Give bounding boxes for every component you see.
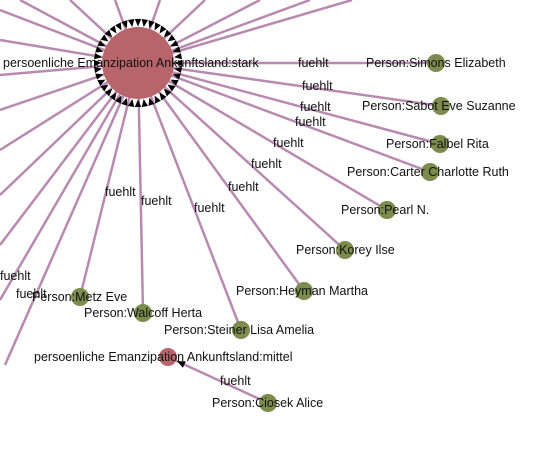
edge-korey (137, 62, 346, 251)
arrowhead-icon (104, 88, 113, 97)
arrowhead-icon (163, 88, 172, 97)
edge-walcoff (136, 62, 145, 314)
arrowhead-icon (109, 92, 117, 101)
arrowhead-icon (170, 79, 179, 86)
person-label-pearl: Person:Pearl N. (341, 203, 429, 217)
edge (0, 62, 139, 246)
arrowhead-icon (174, 66, 182, 74)
person-node-falbel[interactable] (431, 135, 449, 153)
person-node-korey[interactable] (336, 241, 354, 259)
arrowheads (94, 19, 186, 368)
arrowhead-icon (134, 19, 142, 27)
arrowhead-icon (121, 20, 128, 29)
arrowhead-icon (94, 59, 102, 67)
edge-label-korey: fuehlt (251, 157, 282, 171)
arrowhead-icon (154, 95, 161, 104)
edge-label-carter: fuehlt (295, 115, 326, 129)
labels: fuehltfuehltfuehltfuehltfuehltfuehltfueh… (0, 56, 516, 410)
person-label-falbel: Person:Falbel Rita (386, 137, 489, 151)
person-label-korey: Person:Korey Ilse (296, 243, 395, 257)
person-label-metz: Person:Metz Eve (32, 290, 127, 304)
arrowhead-icon (163, 29, 172, 38)
arrowhead-icon (172, 73, 181, 80)
arrowhead-icon (141, 99, 149, 107)
arrowhead-icon (95, 73, 104, 80)
arrowhead-icon (94, 66, 102, 74)
person-label-sabot: Person:Sabot Eve Suzanne (362, 99, 516, 113)
edge-label-falbel: fuehlt (300, 100, 331, 114)
person-label-ciosek: Person:Ciosek Alice (212, 396, 323, 410)
person-label-walcoff: Person:Walcoff Herta (84, 306, 202, 320)
arrowhead-icon (97, 79, 106, 86)
edge-pearl (137, 61, 388, 212)
person-label-carter: Person:Carter Charlotte Ruth (347, 165, 509, 179)
edge (3, 62, 140, 366)
person-node-simons[interactable] (427, 54, 445, 72)
person-node-steiner[interactable] (232, 321, 250, 339)
arrowhead-icon (159, 92, 167, 101)
person-label-simons: Person:Simons Elizabeth (366, 56, 506, 70)
edge-falbel (137, 61, 441, 146)
edge-steiner (136, 62, 243, 331)
arrowhead-icon (174, 52, 182, 60)
arrowhead-icon (170, 40, 179, 47)
arrowhead-icon (115, 95, 122, 104)
arrowhead-icon (121, 97, 128, 106)
edge (0, 62, 140, 301)
arrowhead-icon (94, 52, 102, 60)
edge-carter (137, 61, 431, 174)
person-label-heyman: Person:Heyman Martha (236, 284, 368, 298)
arrowhead-icon (127, 99, 135, 107)
edge-label-simons: fuehlt (298, 56, 329, 70)
edge-label-heyman: fuehlt (228, 180, 259, 194)
edges (78, 61, 442, 405)
arrowhead-icon (127, 19, 135, 27)
emanzipation-mittel-label: persoenliche Emanzipation Ankunftsland:m… (34, 350, 292, 364)
arrowhead-icon (172, 46, 181, 53)
edge-label-sabot: fuehlt (302, 79, 333, 93)
arrowhead-icon (134, 99, 142, 107)
arrowhead-icon (167, 84, 176, 92)
edge-label-pearl: fuehlt (273, 136, 304, 150)
arrowhead-icon (167, 34, 176, 42)
edge-label-ciosek: fuehlt (220, 374, 251, 388)
person-node-pearl[interactable] (378, 201, 396, 219)
arrowhead-icon (148, 97, 155, 106)
arrowhead-icon (174, 59, 182, 67)
arrowhead-icon (97, 40, 106, 47)
arrowhead-icon (159, 25, 167, 34)
edge-label-offscreen: fuehlt (0, 269, 31, 283)
emanzipation-mittel-node[interactable] (159, 348, 177, 366)
nodes (71, 27, 450, 412)
edge-label-steiner: fuehlt (194, 201, 225, 215)
arrowhead-icon (141, 19, 149, 27)
person-node-walcoff[interactable] (134, 304, 152, 322)
edge-label-metz: fuehlt (105, 185, 136, 199)
person-node-heyman[interactable] (295, 282, 313, 300)
arrowhead-icon (100, 34, 109, 42)
arrowhead-icon (177, 361, 186, 368)
edge (137, 0, 353, 65)
arrowhead-icon (154, 22, 161, 31)
person-node-carter[interactable] (421, 163, 439, 181)
emanzipation-stark-node[interactable] (102, 27, 174, 99)
edge-label-walcoff: fuehlt (141, 194, 172, 208)
edge-ciosek (167, 355, 269, 405)
arrowhead-icon (100, 84, 109, 92)
edge-metz (78, 62, 140, 298)
edge-heyman (136, 62, 306, 292)
person-node-sabot[interactable] (432, 97, 450, 115)
arrowhead-icon (95, 46, 104, 53)
arrowhead-icon (109, 25, 117, 34)
edge-label-offscreen: fuehlt (16, 287, 47, 301)
person-node-metz[interactable] (71, 288, 89, 306)
edge-sabot (137, 61, 442, 108)
arrowhead-icon (115, 22, 122, 31)
emanzipation-stark-label: persoenliche Emanzipation Ankunftsland:s… (3, 56, 259, 70)
person-node-ciosek[interactable] (259, 394, 277, 412)
arrowhead-icon (148, 20, 155, 29)
person-label-steiner: Person:Steiner Lisa Amelia (164, 323, 314, 337)
arrowhead-icon (104, 29, 113, 38)
